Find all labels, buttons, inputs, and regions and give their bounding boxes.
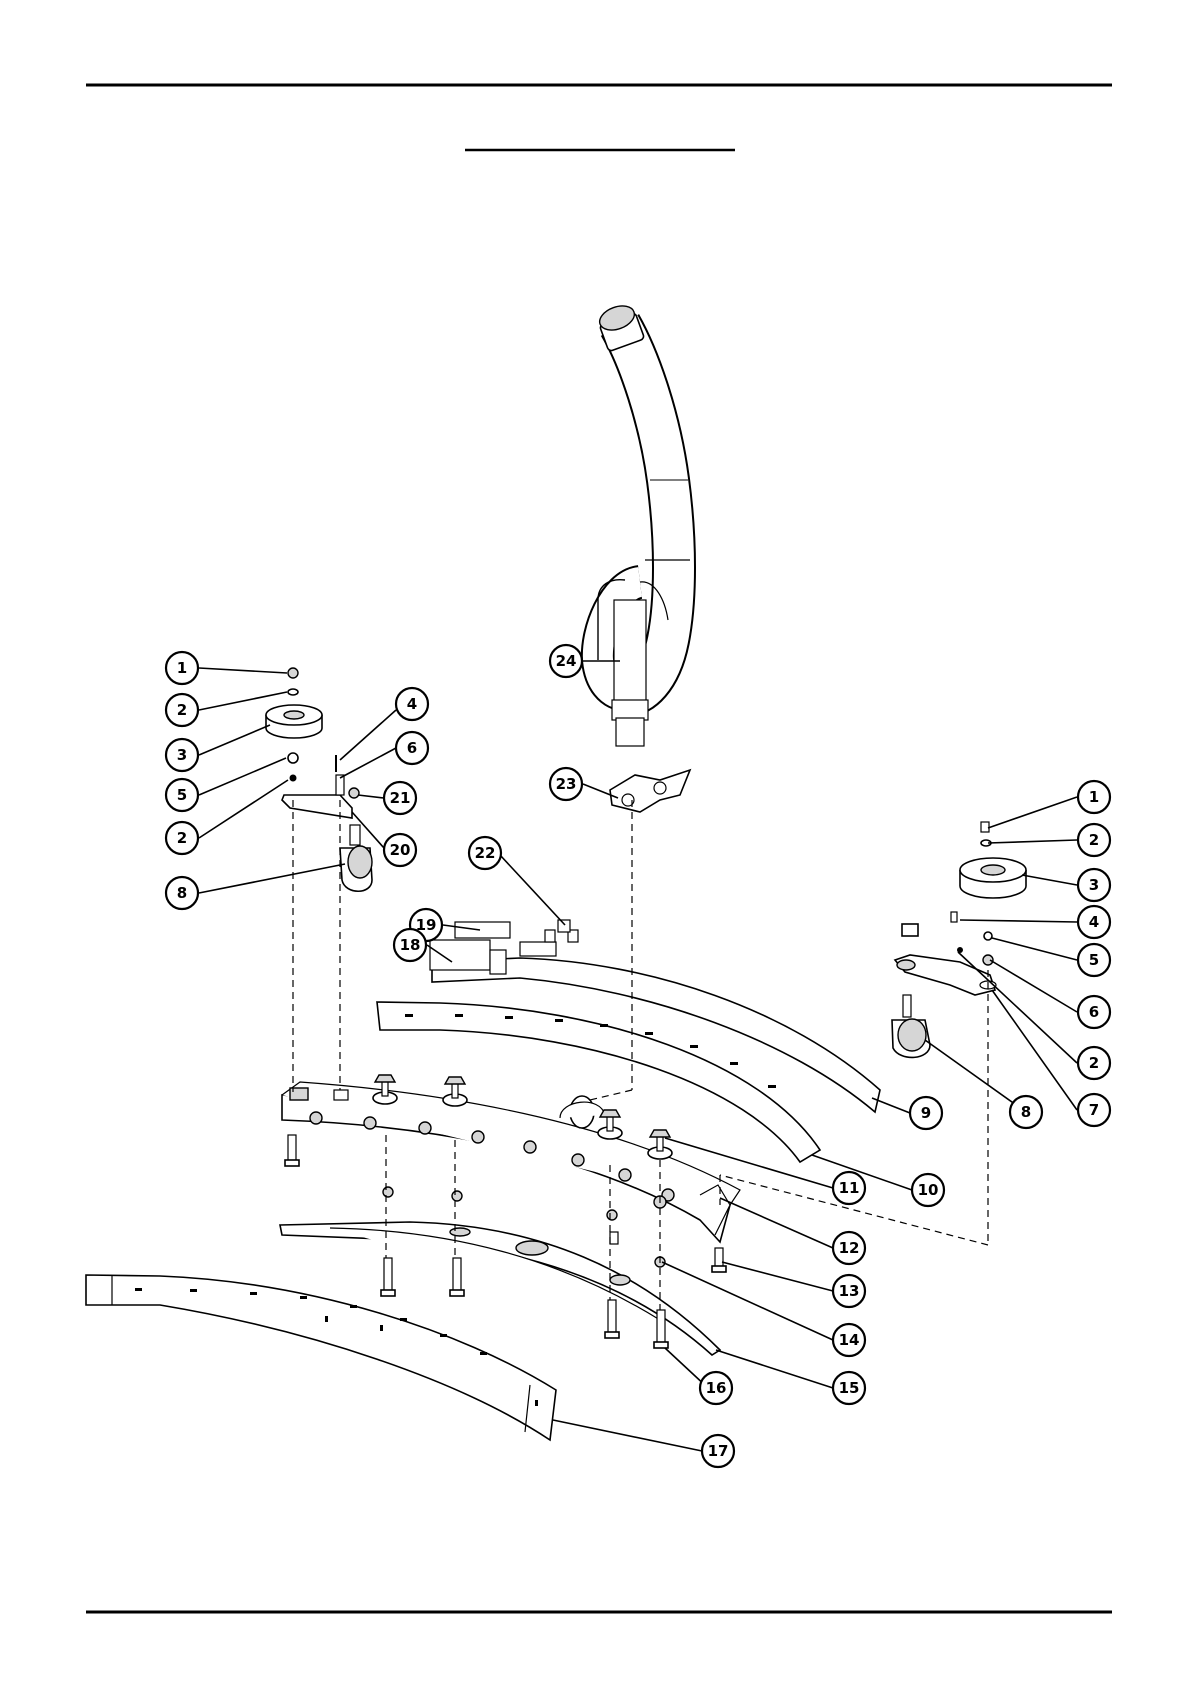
svg-text:3: 3 xyxy=(1089,876,1099,894)
svg-text:13: 13 xyxy=(839,1282,860,1300)
svg-text:4: 4 xyxy=(1089,913,1099,931)
svg-text:2: 2 xyxy=(177,829,187,847)
svg-text:14: 14 xyxy=(839,1331,860,1349)
svg-text:15: 15 xyxy=(839,1379,860,1397)
svg-text:4: 4 xyxy=(407,695,417,713)
callout-24: 24 xyxy=(550,645,582,677)
svg-text:2: 2 xyxy=(177,701,187,719)
callout-2-left-upper: 2 xyxy=(166,694,198,726)
svg-text:7: 7 xyxy=(1089,1101,1099,1119)
svg-text:1: 1 xyxy=(1089,788,1099,806)
svg-text:17: 17 xyxy=(708,1442,729,1460)
svg-text:8: 8 xyxy=(1021,1103,1031,1121)
svg-text:18: 18 xyxy=(400,936,421,954)
svg-text:1: 1 xyxy=(177,659,187,677)
svg-text:8: 8 xyxy=(177,884,187,902)
callout-14: 14 xyxy=(833,1324,865,1356)
callout-3-right: 3 xyxy=(1078,869,1110,901)
callout-6-right: 6 xyxy=(1078,996,1110,1028)
callout-20: 20 xyxy=(384,834,416,866)
svg-text:16: 16 xyxy=(706,1379,727,1397)
callout-2-left-lower: 2 xyxy=(166,822,198,854)
callout-3-left: 3 xyxy=(166,739,198,771)
suction-hose xyxy=(596,302,690,746)
svg-text:24: 24 xyxy=(556,652,577,670)
callout-8-right: 8 xyxy=(1010,1096,1042,1128)
svg-text:5: 5 xyxy=(177,786,187,804)
callout-7: 7 xyxy=(1078,1094,1110,1126)
svg-text:2: 2 xyxy=(1089,1054,1099,1072)
squeegee-frame xyxy=(282,1082,740,1242)
svg-text:11: 11 xyxy=(839,1179,860,1197)
callout-12: 12 xyxy=(833,1232,865,1264)
callout-22: 22 xyxy=(469,837,501,869)
callout-16: 16 xyxy=(700,1372,732,1404)
callout-8-left: 8 xyxy=(166,877,198,909)
callout-11: 11 xyxy=(833,1172,865,1204)
svg-text:6: 6 xyxy=(1089,1003,1099,1021)
callout-2-right-upper: 2 xyxy=(1078,824,1110,856)
callout-4-right: 4 xyxy=(1078,906,1110,938)
callout-2-right-lower: 2 xyxy=(1078,1047,1110,1079)
hose-clamp xyxy=(610,770,690,812)
callout-4-left: 4 xyxy=(396,688,428,720)
callout-6-left: 6 xyxy=(396,732,428,764)
callout-5-left: 5 xyxy=(166,779,198,811)
svg-text:23: 23 xyxy=(556,775,577,793)
svg-text:10: 10 xyxy=(918,1181,939,1199)
svg-text:9: 9 xyxy=(921,1104,931,1122)
svg-text:2: 2 xyxy=(1089,831,1099,849)
svg-text:3: 3 xyxy=(177,746,187,764)
front-squeegee-blade xyxy=(86,1275,556,1440)
callout-9: 9 xyxy=(910,1097,942,1129)
svg-text:20: 20 xyxy=(390,841,411,859)
callout-21: 21 xyxy=(384,782,416,814)
svg-text:6: 6 xyxy=(407,739,417,757)
right-caster-assembly xyxy=(892,822,1026,1057)
callout-18: 18 xyxy=(394,929,426,961)
svg-text:22: 22 xyxy=(475,844,496,862)
left-caster-assembly xyxy=(266,668,372,891)
callout-1-right: 1 xyxy=(1078,781,1110,813)
callout-15: 15 xyxy=(833,1372,865,1404)
callout-5-right: 5 xyxy=(1078,944,1110,976)
svg-text:21: 21 xyxy=(390,789,411,807)
svg-text:5: 5 xyxy=(1089,951,1099,969)
callout-1-left: 1 xyxy=(166,652,198,684)
callout-13: 13 xyxy=(833,1275,865,1307)
callout-10: 10 xyxy=(912,1174,944,1206)
callout-23: 23 xyxy=(550,768,582,800)
svg-text:12: 12 xyxy=(839,1239,860,1257)
callout-17: 17 xyxy=(702,1435,734,1467)
